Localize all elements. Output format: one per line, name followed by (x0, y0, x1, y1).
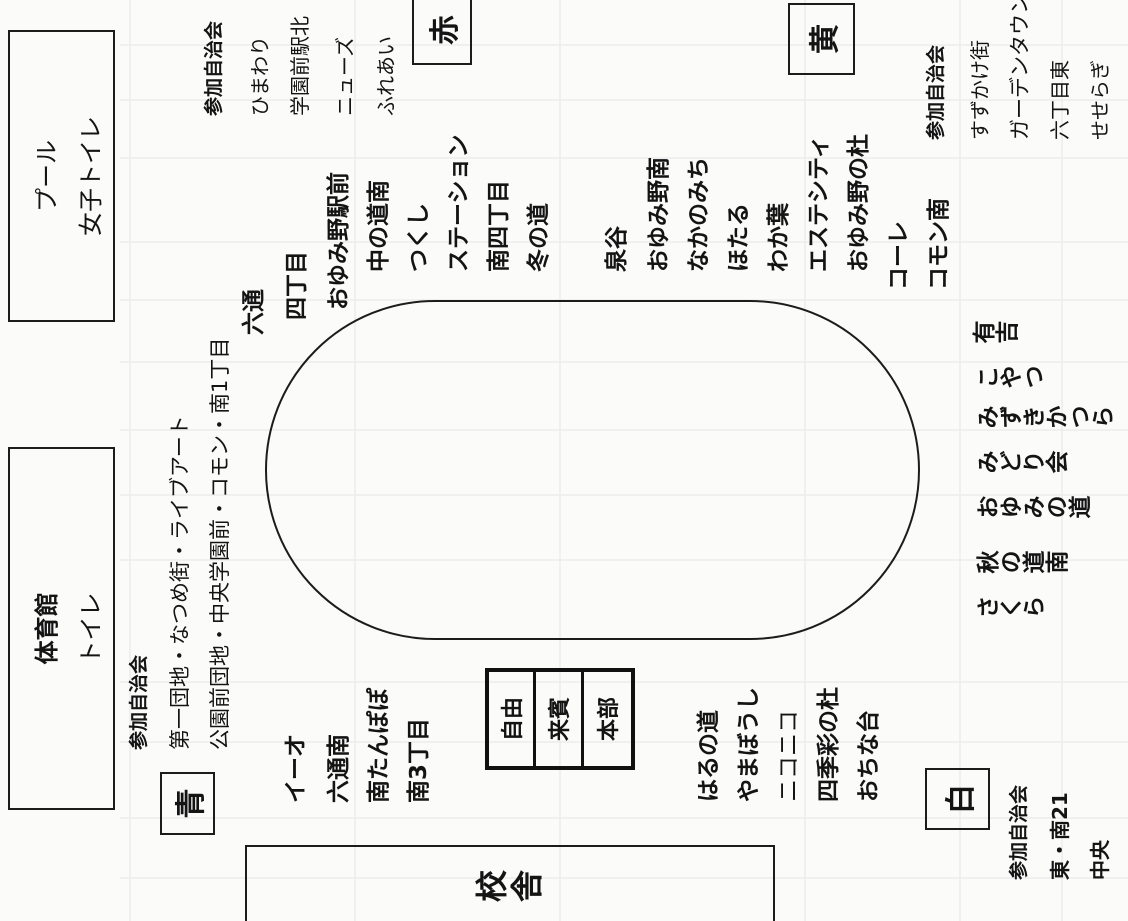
tent-headquarters: 本部 (597, 697, 623, 742)
yellow-participant: すずかけ街 (968, 40, 992, 140)
red-participant: ふれあい (374, 36, 398, 116)
seat-label: おゆみ野駅前 (326, 172, 352, 310)
seat-label: 四季彩の杜 (816, 687, 842, 802)
seat-label: ほたる (726, 203, 752, 272)
white-participants-heading: 参加自治会 (1008, 784, 1030, 880)
red-participants-heading: 参加自治会 (203, 20, 225, 116)
team-red-label: 赤 (412, 0, 472, 65)
seat-label: 南四丁目 (486, 180, 512, 272)
seat-label-vertical: さくら (976, 597, 1045, 623)
seat-label: 四丁目 (284, 251, 310, 320)
pool-label: プール (33, 140, 61, 212)
white-participant: 東・南21 (1048, 792, 1072, 880)
running-track-oval (265, 300, 920, 640)
seat-label: ステーション (446, 134, 472, 272)
blue-participant: 公園前団地・中央学園前・コモン・南1丁目 (208, 337, 232, 750)
seat-label-vertical: おゆみの道 (976, 497, 1091, 523)
yellow-participant: せせらぎ (1088, 60, 1112, 140)
team-blue-label: 青 (160, 772, 215, 835)
seat-label: 冬の道 (526, 203, 552, 272)
seat-label: ニコニコ (776, 710, 802, 802)
seat-label: 中の道南 (366, 180, 392, 272)
blue-participants-heading: 参加自治会 (128, 654, 150, 750)
seat-label: 南3丁目 (406, 717, 432, 803)
restroom-label: トイレ (77, 592, 105, 665)
seat-label-vertical: みずきかつら (976, 407, 1114, 433)
team-yellow-label: 黄 (788, 3, 855, 75)
seat-label: やまぼうし (736, 687, 762, 802)
seat-label: つくし (406, 203, 432, 272)
seat-label: わか葉 (766, 203, 792, 272)
seat-label: はるの道 (696, 710, 722, 802)
seat-label: 南たんぽぽ (366, 688, 392, 803)
red-participant: ニューズ (333, 37, 357, 116)
seat-label: 六通南 (326, 734, 352, 803)
seat-label: エステシティ (806, 135, 832, 272)
seat-label-vertical: 有吉 (972, 322, 1018, 348)
blue-participant: 第一団地・なつめ街・ライブアート (168, 415, 192, 750)
seat-label: おちな台 (856, 710, 882, 802)
team-white-label: 白 (925, 768, 990, 830)
seat-label: 泉谷 (604, 226, 630, 272)
yellow-participant: ガーデンタウン (1008, 0, 1032, 140)
tent-guests: 来賓 (536, 672, 584, 766)
school-building-label: 校舎 (475, 869, 545, 907)
seat-label: おゆみ野の杜 (846, 134, 872, 272)
seat-label: イーオ (283, 734, 309, 803)
seat-label-vertical: 秋の道南 (976, 552, 1068, 578)
seat-label: 六通 (241, 289, 267, 335)
seat-label: コモン南 (926, 198, 952, 290)
gym-restroom-box: 体育館 トイレ (8, 447, 115, 810)
tent-free: 自由 (489, 672, 537, 766)
yellow-participant: 六丁目東 (1048, 60, 1072, 140)
pool-restroom-box: プール 女子トイレ (8, 30, 115, 322)
red-participant: 学園前駅北 (288, 16, 312, 116)
white-participant: 中央 (1088, 840, 1112, 880)
red-participant: ひまわり (248, 36, 272, 116)
gym-label: 体育館 (33, 592, 61, 665)
school-building-box: 校舎 (245, 845, 775, 921)
seat-label: なかのみち (686, 157, 712, 272)
womens-restroom-label: 女子トイレ (77, 116, 105, 236)
tent-block: 自由 来賓 本部 (485, 668, 635, 770)
yellow-participants-heading: 参加自治会 (925, 44, 947, 140)
seat-label-vertical: こやつ (976, 367, 1045, 393)
seat-label: おゆみ野南 (646, 157, 672, 272)
seat-label: コーレ (886, 221, 912, 290)
seat-label-vertical: みどり会 (976, 452, 1068, 478)
